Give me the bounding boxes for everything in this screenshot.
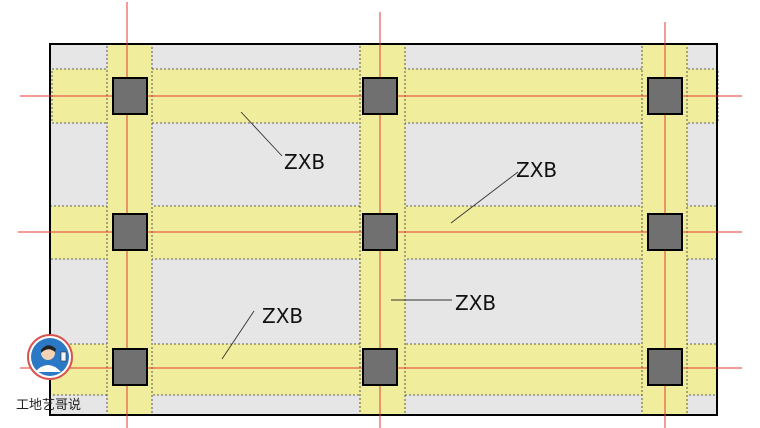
- columns: [112, 77, 683, 386]
- strip-label-4: ZXB: [455, 291, 496, 315]
- column: [112, 213, 148, 251]
- column: [647, 77, 683, 115]
- column: [647, 213, 683, 251]
- column: [362, 348, 398, 386]
- strip-label-2: ZXB: [516, 158, 557, 182]
- column: [112, 77, 148, 115]
- strip-label-1: ZXB: [284, 150, 325, 174]
- leader-line-2: [450, 171, 519, 224]
- leader-line-1: [240, 111, 283, 157]
- column: [112, 348, 148, 386]
- watermark-text: 工地艺哥说: [16, 398, 82, 413]
- column: [362, 213, 398, 251]
- column: [362, 77, 398, 115]
- avatar: [27, 334, 73, 380]
- column: [647, 348, 683, 386]
- leader-line-3: [221, 310, 255, 360]
- leader-lines: [221, 111, 519, 360]
- slab-outline: [49, 43, 718, 416]
- strip-label-3: ZXB: [262, 304, 303, 328]
